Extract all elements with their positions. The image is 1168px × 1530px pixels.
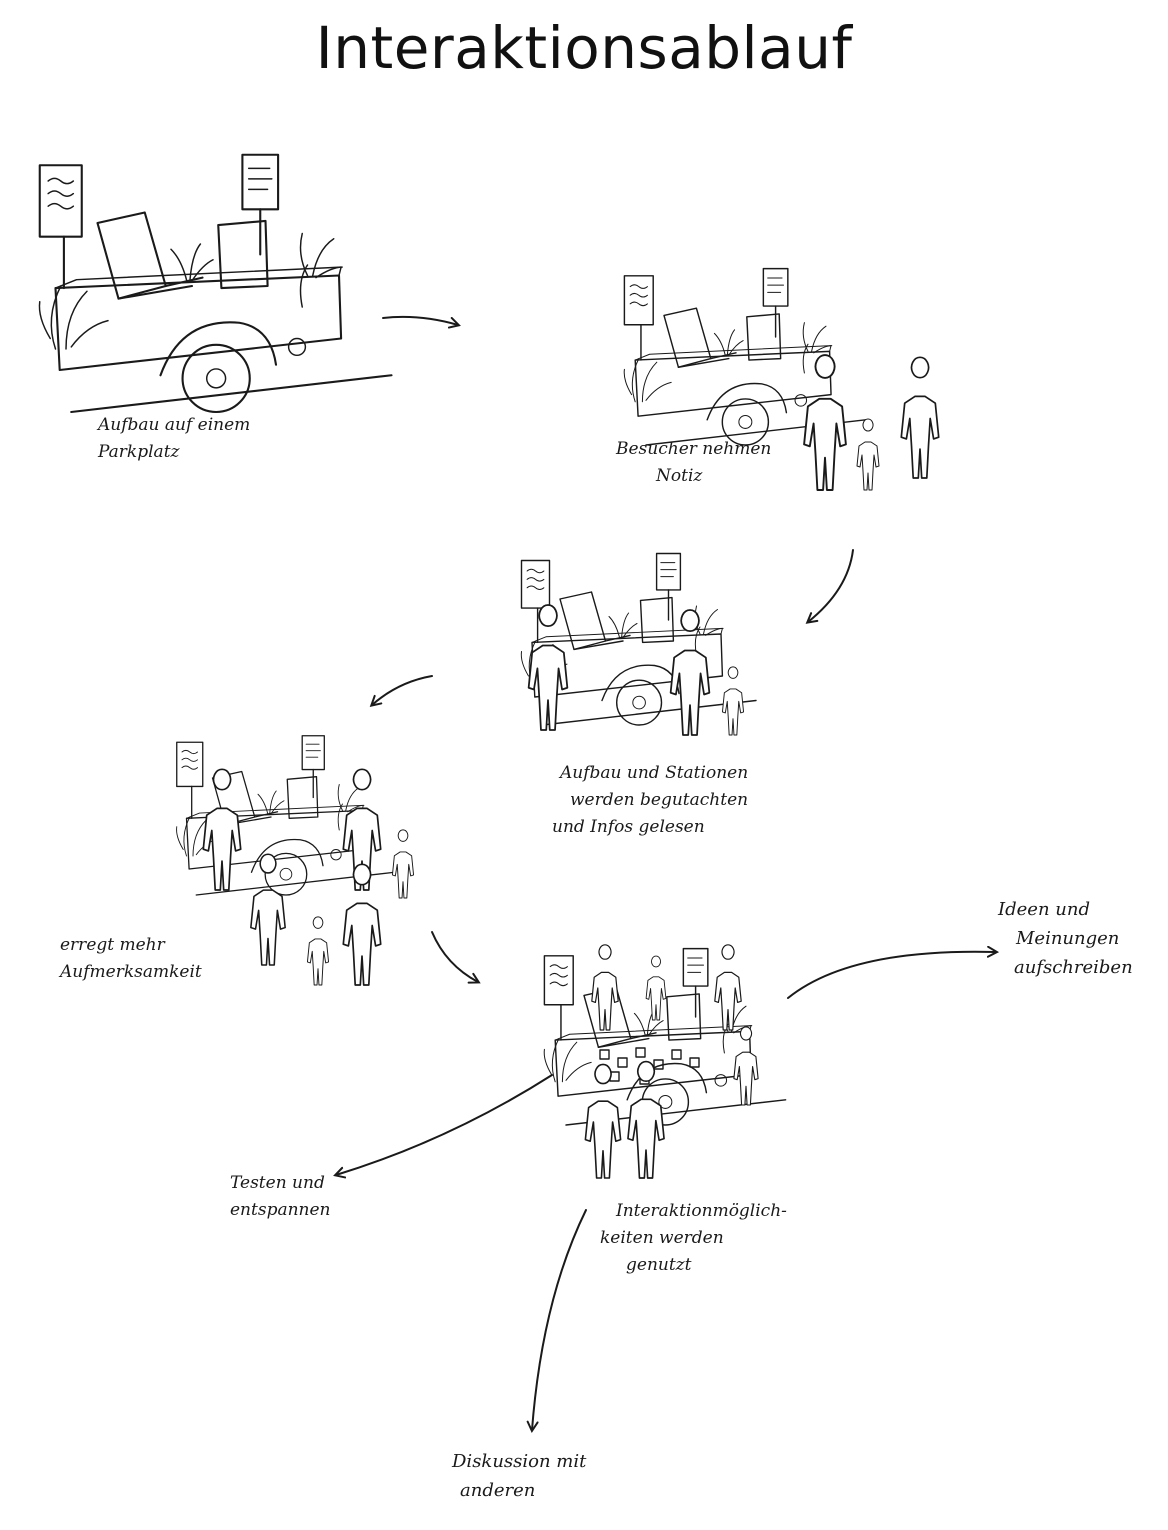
step-caption-4-line-1: erregt mehr — [60, 935, 165, 955]
outcome-caption-ideas-line-1: Ideen und — [998, 899, 1090, 920]
step-caption-4-line-2: Aufmerksamkeit — [60, 962, 202, 983]
outcome-caption-ideas-line-3: aufschreiben — [1014, 956, 1133, 978]
sketch-visitor-figures-4 — [202, 768, 415, 986]
arrow-step2-to-step3 — [805, 549, 854, 624]
step-caption-2-line-1: Besucher nehmen — [616, 439, 772, 459]
sketch-trailer-parking — [38, 153, 393, 414]
step-caption-4: erregt mehr Aufmerksamkeit — [60, 932, 202, 986]
step-caption-5-line-2: keiten werden — [600, 1228, 724, 1249]
outcome-caption-testing-line-1: Testen und — [230, 1173, 325, 1193]
step-caption-5-line-3: genutzt — [626, 1255, 692, 1276]
step-caption-3-line-1: Aufbau und Stationen — [560, 763, 749, 783]
sketch-visitor-figures-2 — [803, 354, 940, 491]
step-caption-1-line-2: Parkplatz — [98, 442, 180, 463]
step-caption-3: Aufbau und Stationen werden begutachten … — [552, 760, 748, 842]
outcome-caption-ideas: Ideen und Meinungen aufschreiben — [998, 896, 1133, 982]
step-caption-1-line-1: Aufbau auf einem — [98, 415, 251, 435]
arrow-to-testing — [333, 1074, 553, 1179]
arrow-to-ideas — [787, 945, 1000, 999]
step-caption-3-line-3: und Infos gelesen — [552, 817, 705, 838]
outcome-caption-discussion-line-1: Diskussion mit — [452, 1451, 587, 1472]
outcome-caption-testing: Testen und entspannen — [230, 1170, 331, 1224]
outcome-caption-discussion: Diskussion mit anderen — [452, 1448, 586, 1506]
step-caption-2: Besucher nehmen Notiz — [616, 436, 771, 490]
sketch-visitor-figures-5 — [584, 944, 759, 1179]
diagram-title: Interaktionsablauf — [315, 14, 853, 82]
arrow-step3-to-step4 — [369, 675, 433, 708]
outcome-caption-ideas-line-2: Meinungen — [1016, 927, 1120, 949]
step-caption-5-line-1: Interaktionmöglich- — [616, 1201, 787, 1221]
outcome-caption-discussion-line-2: anderen — [460, 1479, 536, 1501]
step-caption-3-line-2: werden begutachten — [570, 790, 749, 811]
arrow-to-discussion — [526, 1209, 587, 1434]
arrow-step4-to-step5 — [431, 931, 481, 984]
step-caption-2-line-2: Notiz — [656, 466, 703, 487]
arrow-step1-to-step2 — [382, 315, 461, 329]
outcome-caption-testing-line-2: entspannen — [230, 1200, 331, 1221]
step-caption-1: Aufbau auf einem Parkplatz — [98, 412, 250, 466]
step-caption-5: Interaktionmöglich- keiten werden genutz… — [600, 1198, 787, 1280]
